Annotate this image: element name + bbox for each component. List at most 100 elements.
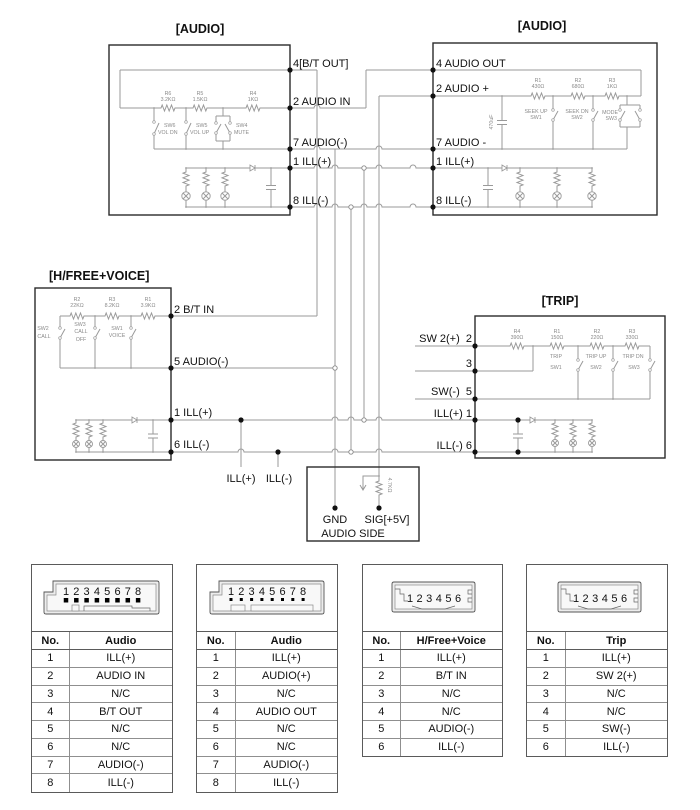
connector-terminal bbox=[104, 598, 110, 603]
switch-contact bbox=[551, 118, 555, 122]
junction-node bbox=[94, 367, 96, 369]
diode-icon bbox=[249, 164, 256, 172]
connector-terminal bbox=[239, 598, 243, 601]
resistor-ref: R3 bbox=[629, 329, 636, 335]
switch-contact bbox=[591, 118, 595, 122]
switch-blade-icon bbox=[619, 110, 626, 121]
switch-contact bbox=[129, 336, 133, 340]
pin-number-header: No. bbox=[197, 631, 235, 650]
pin-dot bbox=[287, 204, 293, 210]
resistor-icon bbox=[587, 168, 597, 207]
pin-label: 5 AUDIO(-) bbox=[174, 356, 228, 368]
junction-node bbox=[75, 419, 77, 421]
resistor-value: 150Ω bbox=[551, 335, 564, 341]
resistor-value: 3.2KΩ bbox=[161, 97, 176, 103]
switch-contact bbox=[618, 108, 622, 112]
junction-node bbox=[612, 345, 614, 347]
connector-lock bbox=[83, 605, 151, 611]
junction-node bbox=[554, 419, 556, 421]
resistor-value: 1KΩ bbox=[248, 97, 258, 103]
connector-latch bbox=[467, 589, 472, 603]
connector-terminal bbox=[260, 598, 264, 601]
signal-header: Trip bbox=[564, 631, 667, 650]
pin-signal: ILL(-) bbox=[234, 773, 337, 792]
switch-label: VOL DN bbox=[158, 130, 178, 136]
connector-pin-number: 1 bbox=[228, 586, 234, 598]
connector-terminal bbox=[281, 598, 284, 601]
resistor-icon bbox=[515, 168, 525, 207]
pin-number: 1 bbox=[527, 649, 565, 668]
switch-blade-icon bbox=[577, 360, 584, 371]
junction-node bbox=[591, 419, 593, 421]
switch-label: SEEK UP bbox=[525, 109, 548, 115]
resistor-value: 680Ω bbox=[572, 84, 585, 90]
switch-ref: SW2 bbox=[571, 115, 583, 121]
junction-node bbox=[88, 451, 90, 453]
resistor-ref: R1 bbox=[145, 297, 152, 303]
pin-signal: N/C bbox=[564, 702, 667, 721]
pin-signal: AUDIO(+) bbox=[234, 666, 337, 685]
signal-header: H/Free+Voice bbox=[399, 631, 502, 650]
pin-number: 3 bbox=[363, 684, 400, 703]
resistor-ref: R3 bbox=[609, 78, 616, 84]
switch-label: VOL UP bbox=[190, 130, 210, 136]
junction-node bbox=[592, 148, 594, 150]
resistor-icon bbox=[201, 168, 211, 207]
pinout-header-row: No.H/Free+Voice bbox=[363, 631, 502, 650]
switch-contact bbox=[591, 108, 595, 112]
resistor-ref: R5 bbox=[197, 91, 204, 97]
connector-pin-number: 5 bbox=[445, 593, 451, 605]
resistor-value: 330Ω bbox=[626, 335, 639, 341]
junction-node bbox=[552, 95, 554, 97]
pin-label: SW 2(+) 2 bbox=[419, 333, 472, 345]
switch-contact bbox=[648, 358, 652, 362]
resistor-4k7-icon bbox=[374, 476, 384, 500]
junction-node bbox=[591, 167, 593, 169]
resistor-value: 430Ω bbox=[532, 84, 545, 90]
pin-dot bbox=[287, 67, 293, 73]
capacitor-icon bbox=[148, 420, 158, 452]
pin-signal: N/C bbox=[234, 684, 337, 703]
pin-dot bbox=[168, 417, 174, 423]
connector-terminal bbox=[229, 598, 233, 601]
ground-lead bbox=[362, 475, 379, 489]
wire-trip-sw2-ladder bbox=[415, 341, 650, 351]
switch-contact bbox=[611, 368, 615, 372]
connector-cavity bbox=[46, 583, 157, 612]
junction-node bbox=[577, 398, 579, 400]
audio-side-outline bbox=[306, 466, 420, 542]
switch-blade-icon bbox=[649, 360, 656, 371]
switch-contact bbox=[551, 108, 555, 112]
pin-signal: N/C bbox=[564, 684, 667, 703]
connector-key bbox=[230, 604, 246, 612]
resistor-icon bbox=[552, 168, 562, 207]
pin-label: 8 ILL(-) bbox=[293, 195, 328, 207]
switch-contact bbox=[129, 326, 133, 330]
capacitor-icon bbox=[497, 96, 507, 149]
junction-node bbox=[205, 206, 207, 208]
resistor-value: 8.2KΩ bbox=[105, 303, 120, 309]
switch-contact bbox=[152, 132, 156, 136]
switch-blade-icon bbox=[592, 110, 599, 121]
pin-label: 6 ILL(-) bbox=[174, 439, 209, 451]
switch-ref: SW3 bbox=[74, 322, 86, 328]
pin-label: 4 AUDIO OUT bbox=[436, 58, 506, 70]
switch-contact bbox=[638, 118, 642, 122]
lamp-cross-icon bbox=[202, 192, 210, 200]
pin-number: 5 bbox=[32, 720, 69, 739]
pin-number: 8 bbox=[32, 773, 69, 792]
pin-dot bbox=[515, 417, 521, 423]
pin-signal: AUDIO(-) bbox=[234, 755, 337, 774]
junction-node bbox=[185, 148, 187, 150]
